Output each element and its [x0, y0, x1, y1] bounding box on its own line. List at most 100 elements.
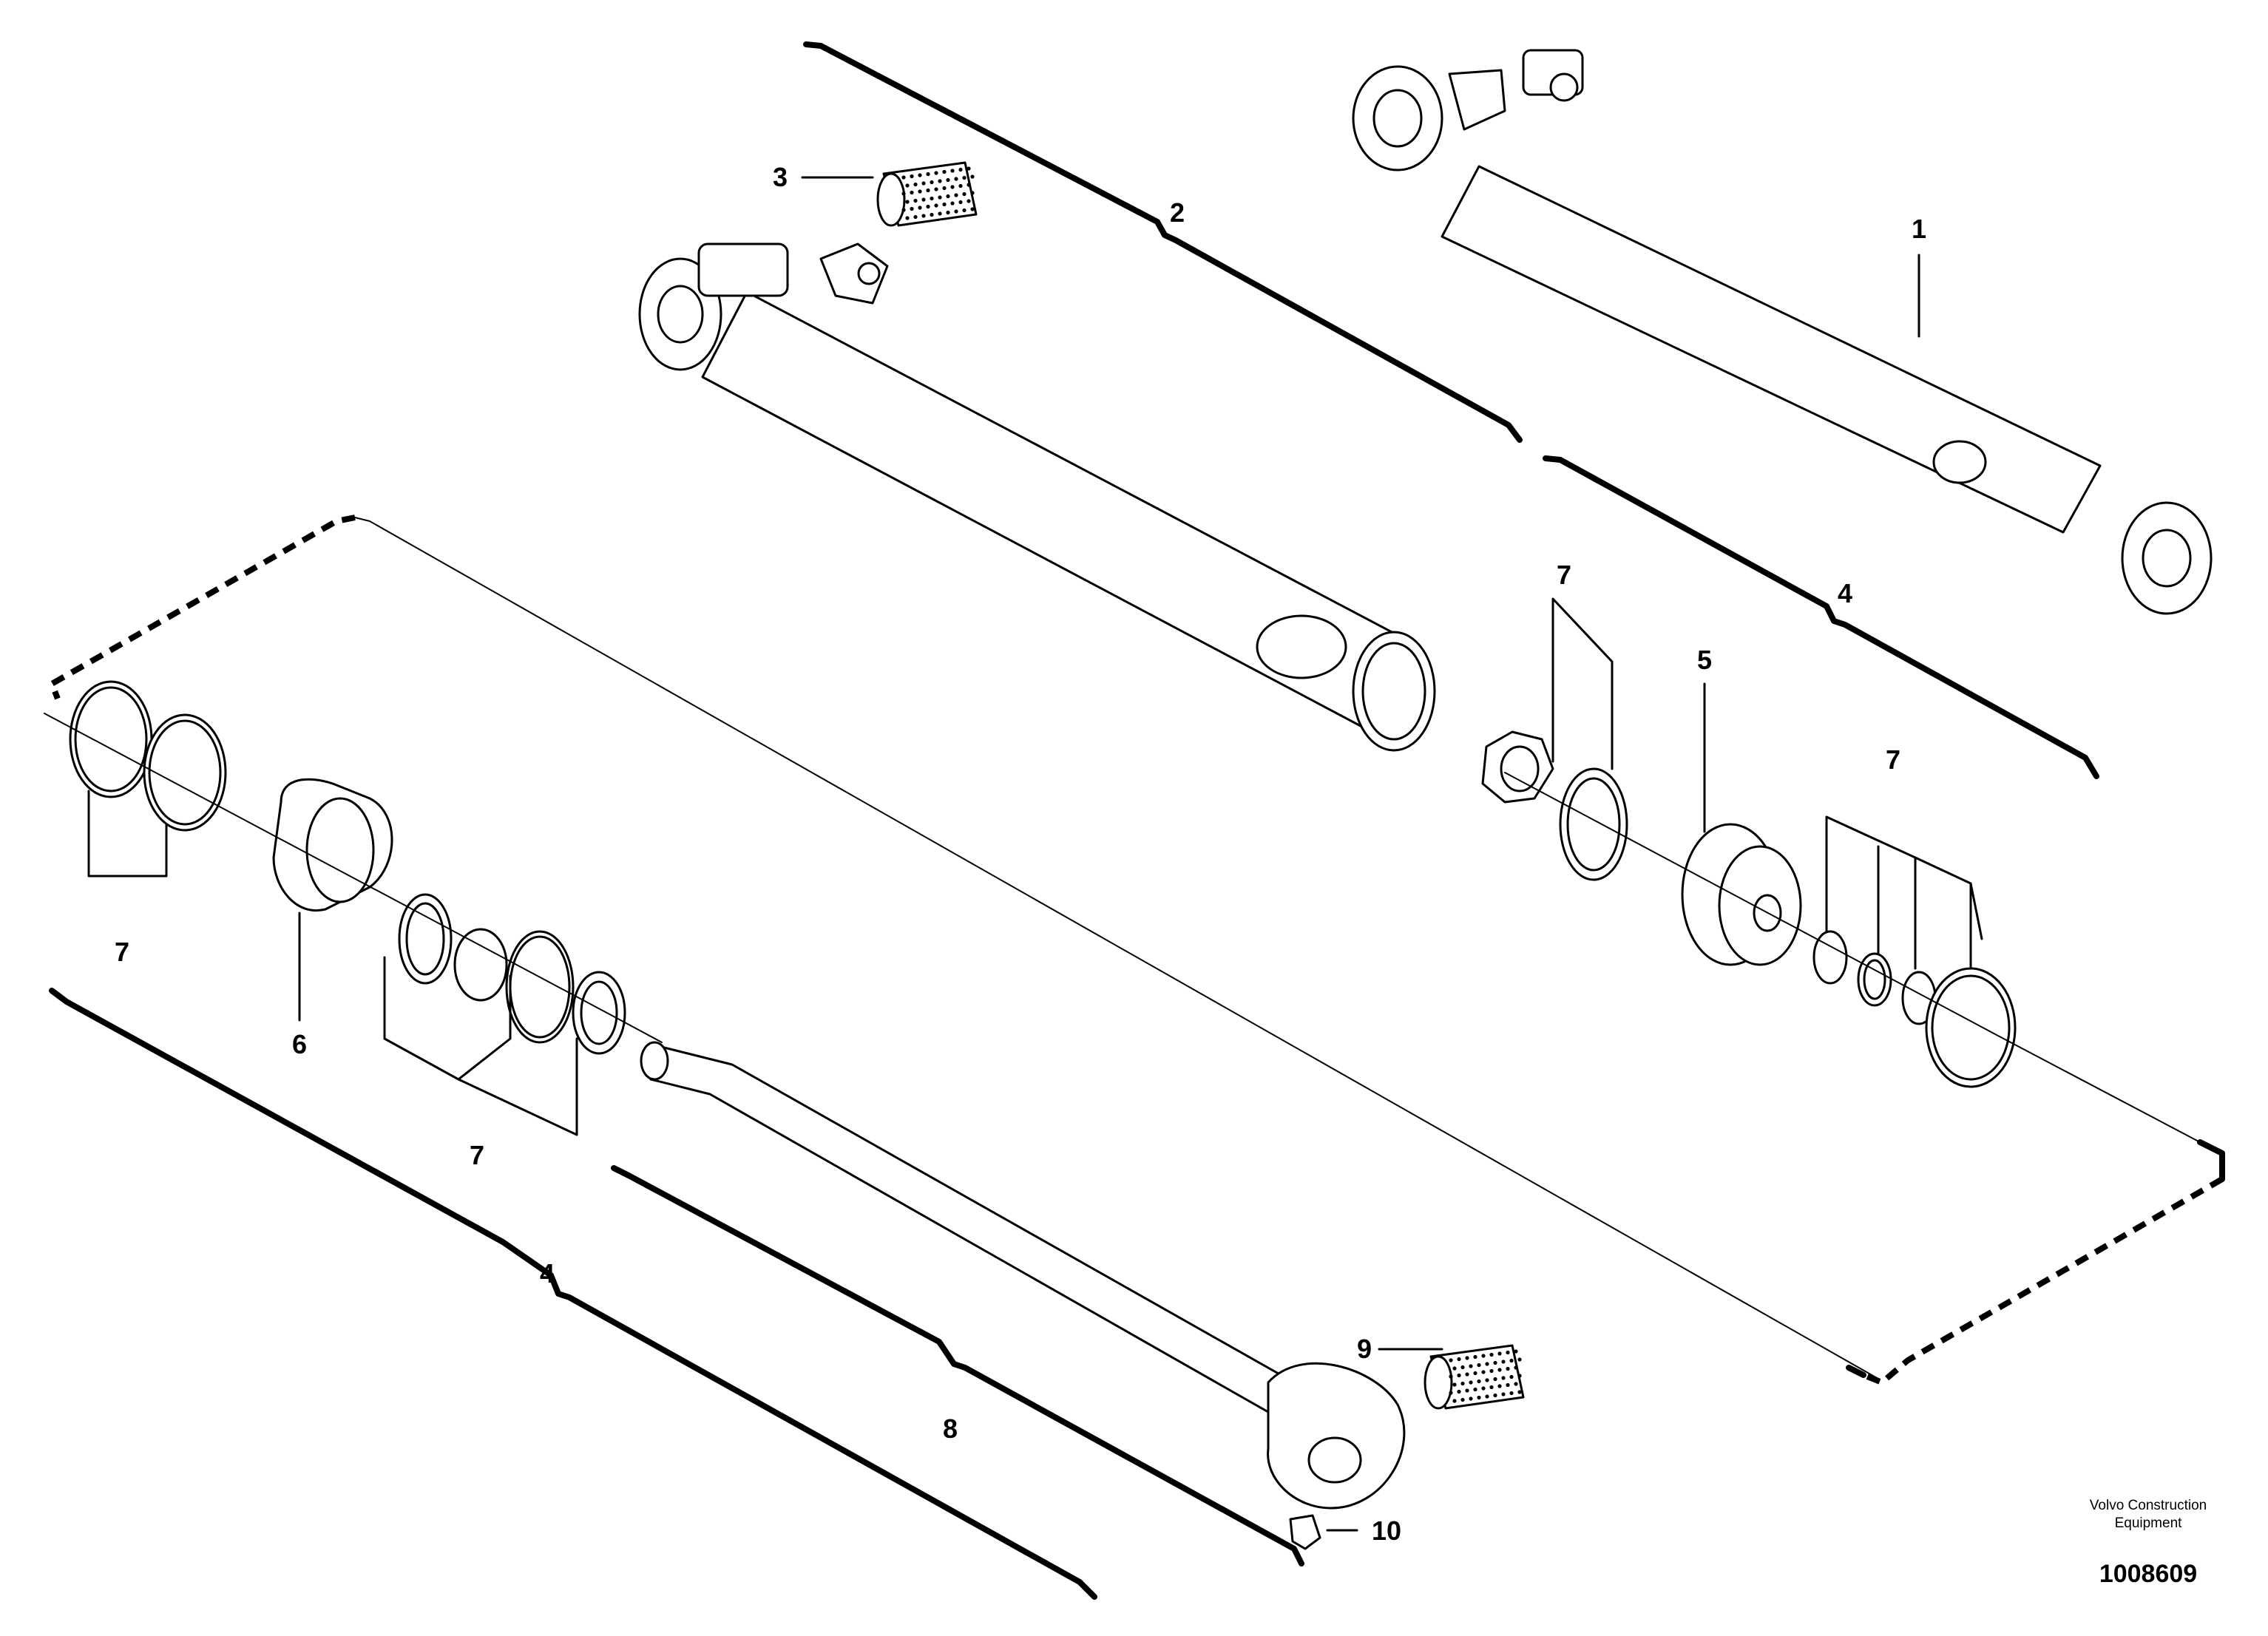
perforation-dot [970, 174, 975, 179]
perforation-dot [1506, 1350, 1510, 1355]
perforation-dot [950, 185, 955, 189]
perforation-dot [921, 181, 926, 186]
perforation-dot [958, 167, 963, 172]
perforation-dot [1481, 1370, 1486, 1374]
perforation-dot [1493, 1360, 1497, 1365]
callout-labels: 1 2 3 4 4 5 6 7 7 7 7 8 9 10 [115, 162, 1926, 1546]
brand-line-2: Equipment [2115, 1515, 2183, 1531]
perforation-dot [913, 214, 918, 220]
perforation-dot [954, 193, 958, 197]
cylinder-assembly-drawing [1352, 49, 2213, 615]
perforation-dot [934, 203, 938, 208]
perforation-dot [946, 194, 950, 199]
perforation-dot [1509, 1391, 1514, 1396]
perforation-dot [1473, 1387, 1477, 1392]
cylinder-tube-drawing [638, 242, 1436, 752]
perforation-dot [1514, 1349, 1518, 1354]
perforation-dot [1452, 1382, 1457, 1387]
perforation-dot [1485, 1378, 1489, 1382]
perforation-dot [930, 180, 934, 185]
perforation-dot [1517, 1374, 1522, 1378]
perforation-dot [1452, 1399, 1457, 1403]
callout-4-left: 4 [540, 1258, 555, 1289]
perforation-dot [1506, 1382, 1510, 1388]
bushing-top-drawing [876, 161, 978, 227]
perforation-dot [1469, 1380, 1473, 1385]
perforation-dot [1473, 1354, 1477, 1360]
perforation-dot [1517, 1390, 1522, 1394]
perforation-dot [1473, 1371, 1477, 1376]
perforation-dot [1485, 1394, 1489, 1399]
perforation-dot [950, 169, 955, 173]
perforation-dot [1477, 1362, 1481, 1368]
bushing-rod-drawing [1424, 1344, 1525, 1410]
perforation-dot [1489, 1385, 1494, 1390]
perforation-dot [905, 216, 910, 220]
callout-7-head-orings: 7 [115, 937, 129, 967]
perforation-dot [942, 169, 947, 174]
callout-7-nut: 7 [1557, 560, 1571, 590]
perforation-dot [1485, 1362, 1489, 1366]
perforation-dot [918, 173, 922, 177]
perforation-dot [1481, 1354, 1486, 1358]
perforation-dot [1489, 1352, 1494, 1357]
perforation-dot [921, 197, 926, 202]
perforation-dot [905, 200, 910, 204]
perforation-dot [1469, 1396, 1473, 1401]
leader-lines [87, 176, 1983, 1532]
perforation-dot [1501, 1392, 1506, 1396]
perforation-dot [1497, 1384, 1502, 1388]
callout-2: 2 [1170, 197, 1185, 228]
perforation-dot [913, 198, 918, 203]
perforation-dot [913, 182, 918, 187]
perforation-dot [1497, 1351, 1502, 1356]
perforation-dot [921, 214, 926, 218]
grease-nipple-drawing [1289, 1514, 1321, 1550]
assembly-axis-lines [44, 520, 2201, 1379]
perforation-dot [930, 212, 934, 217]
perforation-dot [938, 179, 942, 183]
perforation-dot [1460, 1365, 1465, 1370]
perforation-dot [910, 190, 914, 195]
perforation-dot [1501, 1376, 1506, 1380]
perforation-dot [967, 166, 971, 171]
perforation-dot [967, 199, 971, 203]
perforation-dot [1493, 1377, 1497, 1382]
perforation-dot [967, 183, 971, 187]
perforation-dot [1493, 1393, 1497, 1398]
perforation-dot [930, 196, 934, 201]
perforation-dot [1477, 1395, 1481, 1400]
piston-rod-drawing [640, 1041, 1406, 1510]
drawing-number: 1008609 [2099, 1560, 2197, 1588]
perforation-dot [962, 175, 967, 180]
perforation-dot [1489, 1368, 1494, 1374]
perforation-dot [926, 172, 930, 177]
perforation-dot [918, 206, 922, 210]
callout-4-right: 4 [1838, 578, 1852, 608]
perforation-dot [910, 174, 914, 179]
perforation-dot [946, 177, 950, 183]
head-and-seals-drawing [69, 680, 626, 1055]
perforation-dot [950, 201, 955, 206]
perforation-dot [958, 200, 963, 205]
perforation-dot [1465, 1356, 1469, 1360]
callout-8: 8 [943, 1413, 958, 1444]
perforation-dot [1469, 1364, 1473, 1368]
perforation-dot [1457, 1373, 1461, 1378]
perforation-dot [942, 202, 947, 207]
perforation-dot [1497, 1368, 1502, 1372]
callout-9: 9 [1357, 1334, 1372, 1364]
perforation-dot [1514, 1365, 1518, 1370]
callout-5: 5 [1697, 645, 1712, 675]
perforation-dot [901, 175, 906, 180]
perforation-dot [942, 186, 947, 191]
perforation-dot [905, 183, 910, 188]
perforation-dot [954, 177, 958, 181]
perforation-dot [970, 207, 975, 211]
perforation-dot [1460, 1397, 1465, 1402]
perforation-dot [918, 189, 922, 194]
perforation-dot [958, 183, 963, 189]
perforation-dot [934, 171, 938, 175]
perforation-dot [954, 209, 958, 214]
